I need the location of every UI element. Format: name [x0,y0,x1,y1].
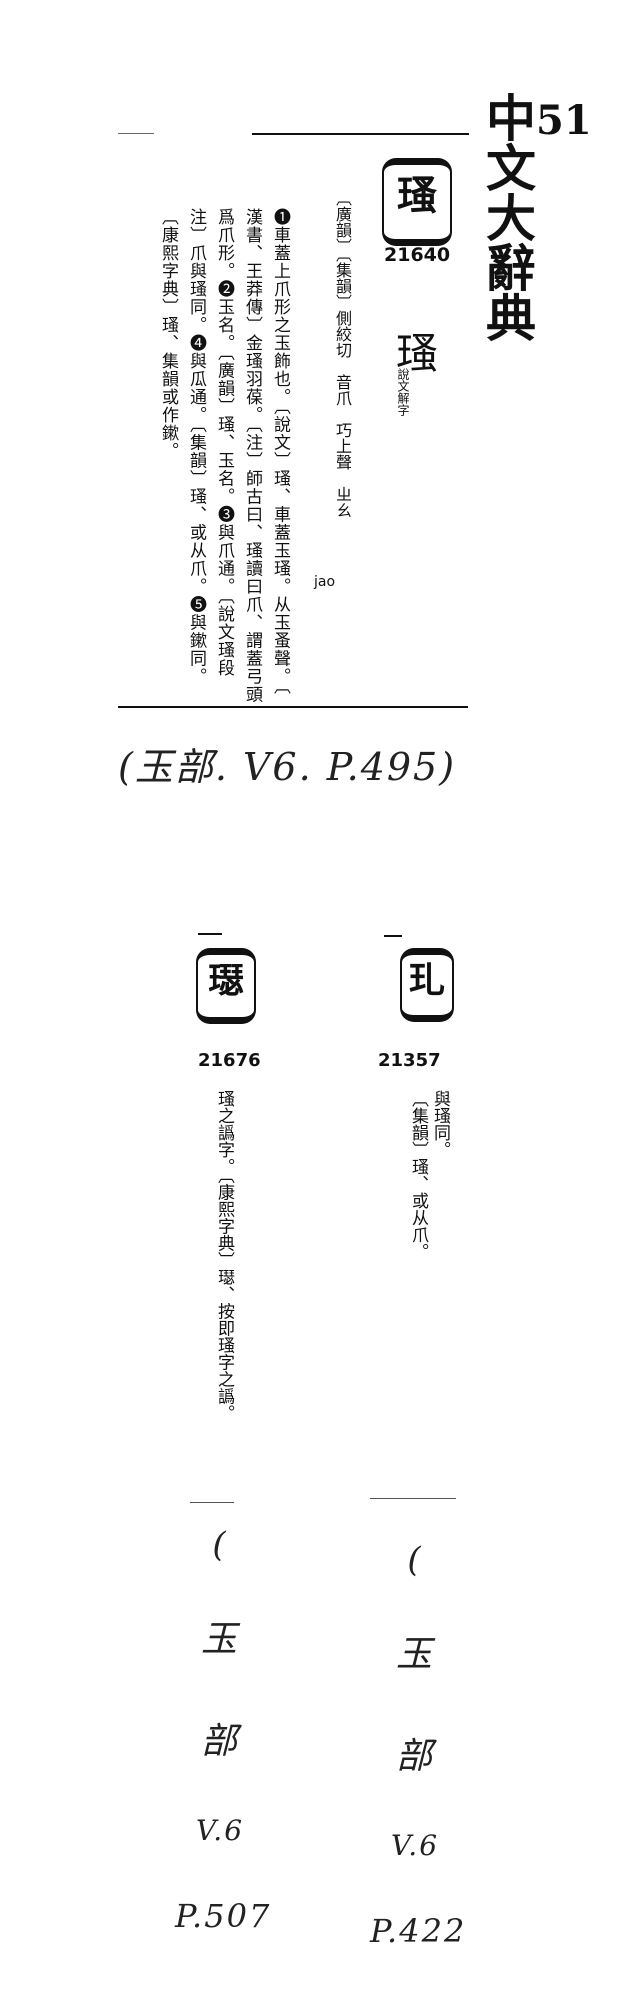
right-headword: 玌 [400,948,454,1022]
left-entry-code: 21676 [198,1050,261,1071]
right-definition-line: 〔集韻〕瑵、或从爪。 [408,1090,428,1260]
definition-line: 〔康熙字典〕瑵、集韻或作鏉。 [158,208,178,460]
right-entry-code: 21357 [378,1050,441,1071]
left-entry-dash [198,933,222,935]
right-handwritten-reference: ( 玉 部 V.6 P.422 [370,1540,467,2000]
left-definition-line: 瑵之譌字。〔康熙字典〕璱、按即瑵字之譌。 [214,1090,234,1422]
handwritten-reference: (玉部. V6. P.495) [118,745,457,789]
definition-line: ❶車蓋上爪形之玉飾也。〔說文〕瑵、車蓋玉瑵。从玉蚤聲。〔 [270,208,290,695]
romanization: jao [314,574,336,590]
main-entry-code: 21640 [384,244,451,266]
left-ref-page: P.507 [175,1897,272,1935]
left-ref-section: 部 [200,1721,239,1762]
right-definition-line: 與瑵同。 [430,1090,450,1158]
definition-line: 漢書、王莽傳〕金瑵羽葆。〔注〕師古曰、瑵讀曰爪、謂蓋弓頭 [242,208,262,704]
left-ref-volume: V.6 [195,1814,245,1847]
top-rule [252,133,469,135]
top-dash [118,133,154,134]
left-headword: 璱 [196,948,256,1024]
right-ref-page: P.422 [370,1912,467,1950]
right-separator [370,1498,456,1499]
left-handwritten-reference: ( 玉 部 V.6 P.507 [175,1525,272,1985]
right-ref-volume: V.6 [390,1829,440,1862]
variant-character: 瑵 [396,329,439,378]
definition-line: 注〕爪與瑵同。❹與瓜通。〔集韻〕瑵、或从爪。❺與鏉同。 [186,208,206,686]
variant-source: 說文解字 [396,368,410,416]
right-entry-dash [384,935,402,937]
pronunciation-line: 〔廣韻〕〔集韻〕側絞切 音爪 巧上聲 ㄓㄠ [333,190,352,518]
book-title: 51 中文大辭典 [478,92,592,342]
right-ref-paren: ( [407,1540,423,1580]
bottom-rule [118,706,468,708]
main-headword: 瑵 [382,158,452,246]
page-number: 51 [536,97,592,144]
right-ref-radical: 玉 [395,1634,434,1675]
left-ref-radical: 玉 [200,1619,239,1660]
left-separator [190,1502,234,1503]
book-title-text: 中文大辭典 [478,92,537,342]
right-ref-section: 部 [395,1736,434,1777]
definition-line: 爲爪形。❷玉名。〔廣韻〕瑵、玉名。❸與爪通。〔說文瑵段 [214,208,234,677]
left-ref-paren: ( [212,1525,228,1565]
